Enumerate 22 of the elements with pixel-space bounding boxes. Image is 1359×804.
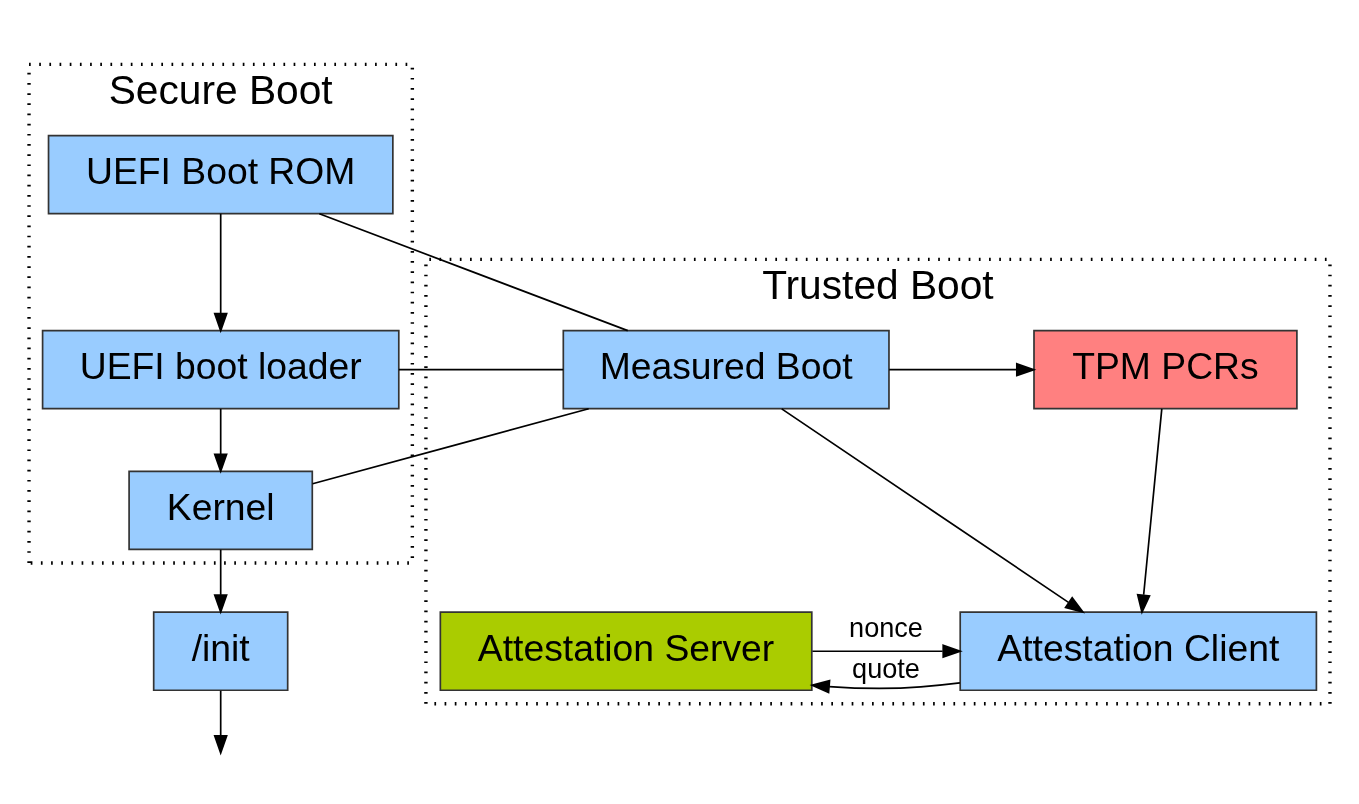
arrow (213, 689, 228, 755)
node-box: Kernel (128, 470, 314, 550)
node-box: UEFI Boot ROM (47, 134, 394, 214)
edge-label: nonce (849, 611, 923, 643)
edge-label: quote (852, 652, 920, 684)
node-box: UEFI boot loader (41, 329, 400, 410)
connector (398, 368, 564, 370)
arrow (213, 548, 228, 615)
arrow (213, 407, 228, 474)
arrow (811, 643, 963, 658)
arrow (1136, 407, 1163, 615)
node-box: TPM PCRs (1033, 329, 1298, 410)
arrow (213, 212, 228, 333)
arrow (780, 407, 1086, 614)
arrow (888, 362, 1037, 377)
node-box: Attestation Client (959, 610, 1318, 691)
node-box: /init (152, 610, 289, 691)
connector (318, 212, 629, 331)
arrow (809, 679, 961, 694)
node-box: Measured Boot (562, 329, 890, 410)
node-box: Attestation Server (439, 610, 813, 691)
connector (311, 407, 590, 485)
